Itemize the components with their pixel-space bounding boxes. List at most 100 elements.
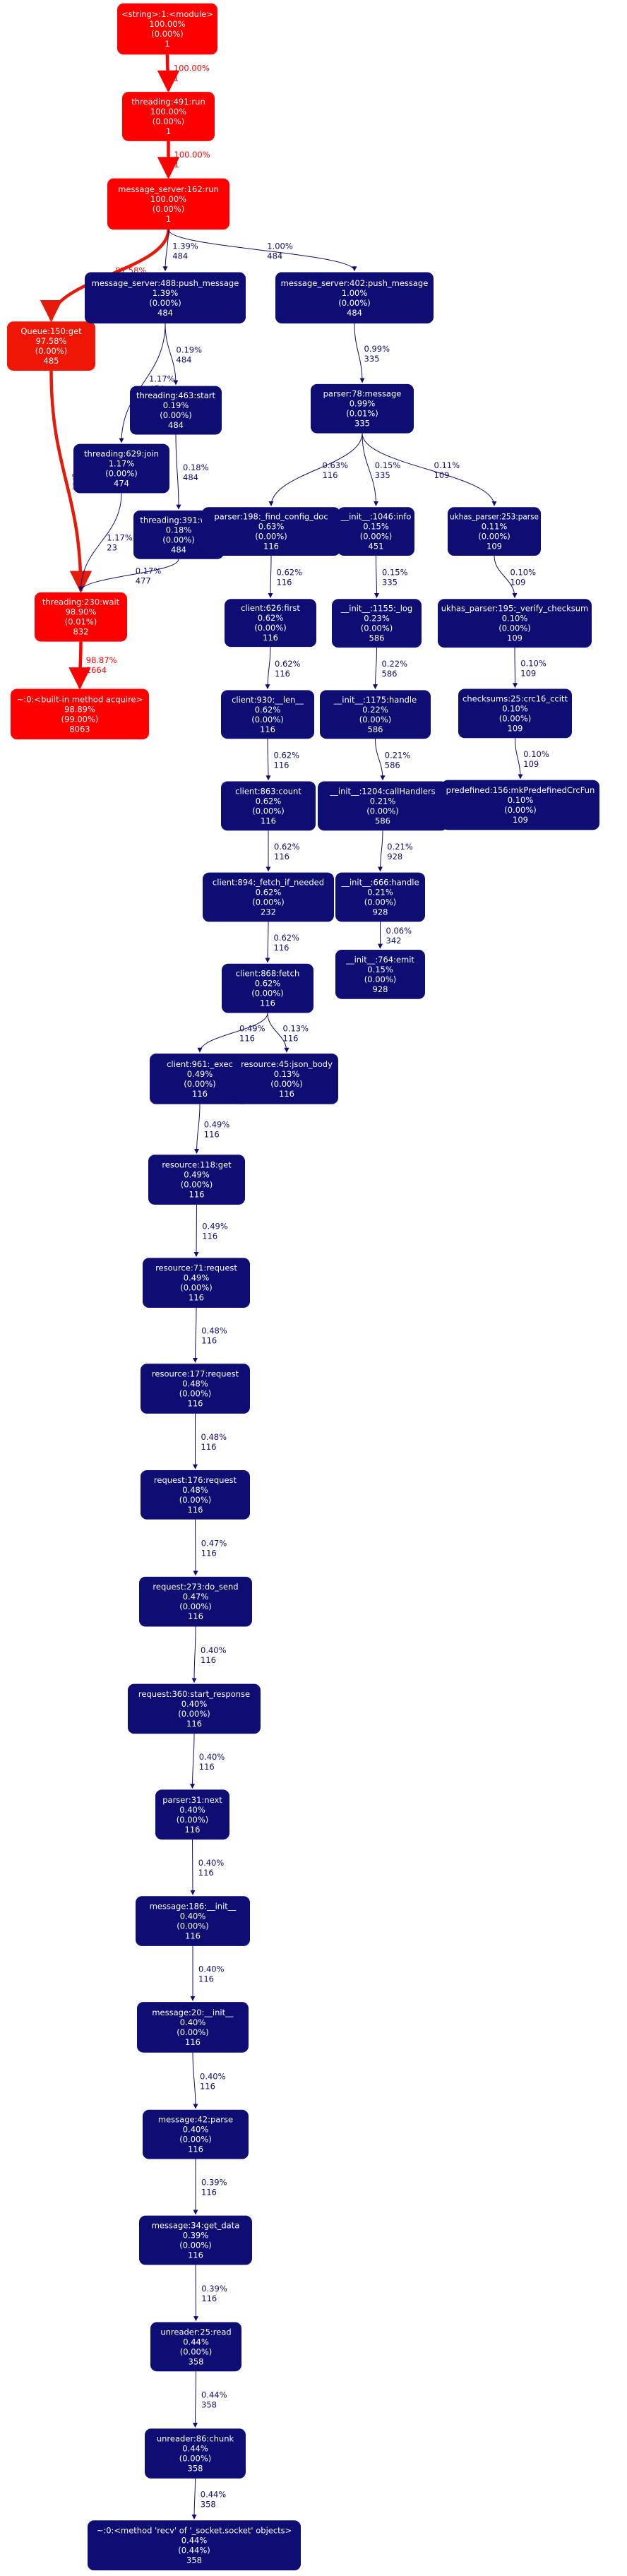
self-time-label: (0.00%) xyxy=(251,715,284,724)
function-node[interactable]: <string>:1:<module>100.00%(0.00%)1 xyxy=(117,3,217,55)
call-count-label: 928 xyxy=(373,984,388,994)
edge-call-count-label: 335 xyxy=(382,578,398,588)
call-count-label: 358 xyxy=(189,2356,204,2366)
edge-call-count-label: 586 xyxy=(385,760,400,770)
total-time-label: 0.47% xyxy=(183,1592,209,1602)
edge-call-count-label: 484 xyxy=(172,251,188,261)
function-node-box xyxy=(275,272,434,324)
edge-call-count-label: 116 xyxy=(199,1762,215,1772)
function-node[interactable]: message_server:488:push_message1.39%(0.0… xyxy=(85,272,246,324)
edge-line xyxy=(165,323,179,386)
edge-line xyxy=(265,647,271,690)
call-edge: 0.49%116 xyxy=(197,1013,268,1053)
self-time-label: (0.00%) xyxy=(498,624,531,633)
edge-call-count-label: 109 xyxy=(523,759,539,769)
function-name-label: message:186:__init__ xyxy=(150,1902,237,1912)
edge-call-count-label: 116 xyxy=(274,943,289,953)
function-node[interactable]: message_server:402:push_message1.00%(0.0… xyxy=(275,272,434,324)
total-time-label: 0.99% xyxy=(350,399,376,409)
call-count-label: 1 xyxy=(166,126,171,136)
function-node[interactable]: message:186:__init__0.40%(0.00%)116 xyxy=(136,1896,250,1946)
edge-percentage-label: 0.40% xyxy=(199,1752,225,1762)
edge-call-count-label: 116 xyxy=(202,1232,217,1241)
function-name-label: ~:0:<built-in method acquire> xyxy=(17,694,143,704)
function-name-label: parser:31:next xyxy=(162,1795,222,1805)
call-count-label: 116 xyxy=(188,2250,203,2260)
edge-call-count-label: 116 xyxy=(323,470,338,480)
function-name-label: message:42:parse xyxy=(158,2115,233,2125)
nodes-layer: <string>:1:<module>100.00%(0.00%)1 thread… xyxy=(7,3,599,2570)
function-node[interactable]: ~:0:<built-in method acquire>98.89%(99.0… xyxy=(11,688,149,740)
function-node[interactable]: client:894:_fetch_if_needed0.62%(0.00%)2… xyxy=(203,872,334,922)
function-name-label: threading:629:join xyxy=(84,449,159,459)
self-time-label: (0.00%) xyxy=(179,1602,212,1611)
self-time-label: (0.00%) xyxy=(177,2027,209,2037)
self-time-label: (0.00%) xyxy=(366,806,399,816)
self-time-label: (0.44%) xyxy=(178,2546,210,2556)
edge-percentage-label: 0.40% xyxy=(198,1858,225,1868)
call-count-label: 116 xyxy=(188,1399,203,1409)
function-node-box xyxy=(143,2109,249,2159)
call-edge: 0.99%335 xyxy=(354,323,390,383)
function-node[interactable]: message:20:__init__0.40%(0.00%)116 xyxy=(137,2002,249,2053)
function-node[interactable]: ukhas_parser:195:_verify_checksum0.10%(0… xyxy=(438,599,592,648)
edge-line xyxy=(78,493,122,592)
call-edge: 1.00%484 xyxy=(168,229,357,272)
call-edge: 0.44%358 xyxy=(193,2371,227,2428)
call-count-label: 109 xyxy=(507,633,522,643)
self-time-label: (0.01%) xyxy=(65,617,97,627)
function-node[interactable]: client:930:__len__0.62%(0.00%)116 xyxy=(221,690,314,739)
edge-call-count-label: 116 xyxy=(239,1033,255,1043)
edge-line xyxy=(193,1204,199,1258)
call-edge: 0.48%116 xyxy=(193,1308,227,1363)
function-node-box xyxy=(145,2428,246,2479)
call-edge: 0.22%586 xyxy=(373,648,407,690)
function-node[interactable]: parser:198:_find_config_doc0.63%(0.00%)1… xyxy=(202,507,340,556)
call-count-label: 1 xyxy=(165,39,169,49)
call-count-label: 832 xyxy=(73,627,89,637)
call-edge: 0.06%342 xyxy=(378,922,412,949)
function-node[interactable]: ~:0:<method 'recv' of '_socket.socket' o… xyxy=(88,2520,301,2570)
function-node[interactable]: predefined:156:mkPredefinedCrcFun0.10%(0… xyxy=(441,780,599,830)
call-edge: 0.10%109 xyxy=(515,738,549,780)
function-node-box xyxy=(335,949,425,999)
edge-percentage-label: 0.62% xyxy=(275,659,301,669)
edge-percentage-label: 0.10% xyxy=(510,568,537,578)
function-node[interactable]: request:360:start_response0.40%(0.00%)11… xyxy=(128,1683,261,1734)
edge-line xyxy=(362,433,497,506)
call-count-label: 116 xyxy=(188,1611,203,1621)
call-count-label: 474 xyxy=(114,479,129,489)
function-node[interactable]: __init__:1204:callHandlers0.21%(0.00%)58… xyxy=(318,781,448,831)
function-node-box xyxy=(222,963,314,1013)
